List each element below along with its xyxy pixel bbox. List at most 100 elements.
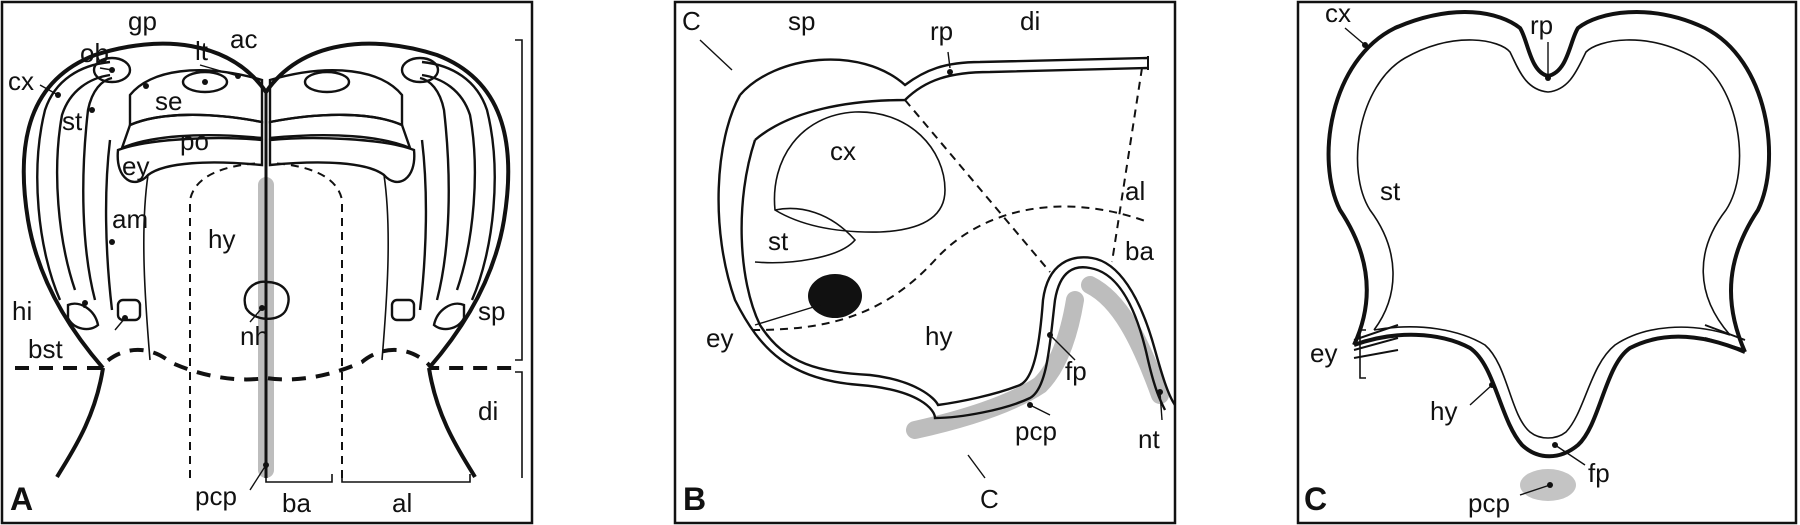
label-pcp: pcp xyxy=(195,481,237,511)
hippocampus-left xyxy=(66,302,100,331)
lamina-terminalis-left xyxy=(181,70,229,94)
bracket-ey xyxy=(1359,329,1366,379)
striatum-left xyxy=(82,76,113,301)
preoptic-left xyxy=(119,113,264,151)
panel-a-pointers xyxy=(39,64,269,491)
olfactory-bulb-right xyxy=(400,56,440,84)
label-se: se xyxy=(155,86,182,116)
outer-outline xyxy=(717,94,1167,420)
sp-di-boundary xyxy=(15,348,520,382)
label-nt: nt xyxy=(1138,424,1160,454)
inner-outline xyxy=(740,139,1177,407)
label-pcp: pcp xyxy=(1468,488,1510,518)
label-hi: hi xyxy=(12,296,32,326)
lamina-terminalis-right xyxy=(303,70,351,94)
eye-field-right xyxy=(268,136,416,184)
label-hy: hy xyxy=(925,321,952,351)
septum-right xyxy=(268,69,404,127)
eye-spot xyxy=(808,274,862,318)
label-fp: fp xyxy=(1065,356,1087,386)
label-cx: cx xyxy=(8,66,34,96)
hippocampus-right xyxy=(432,302,466,331)
amygdala-left xyxy=(104,139,114,311)
label-gp: gp xyxy=(128,6,157,36)
cortex-region xyxy=(773,111,946,233)
hypothalamus-edge-right xyxy=(381,174,389,361)
outer-outline-lower-left xyxy=(55,367,105,479)
label-po: po xyxy=(180,126,209,156)
panel-letter-a: A xyxy=(10,481,33,517)
label-st: st xyxy=(1380,176,1401,206)
preoptic-right xyxy=(268,113,413,151)
basal-boundary-right xyxy=(269,162,343,478)
bst-right xyxy=(390,298,416,322)
panel-b: C sp rp di cx al ba st ey hy fp pcp nt C… xyxy=(673,0,1177,525)
inner-wall xyxy=(1356,39,1741,439)
septum-left xyxy=(128,69,264,127)
label-fp: fp xyxy=(1588,458,1610,488)
label-rp: rp xyxy=(930,16,953,46)
label-ey: ey xyxy=(122,151,149,181)
cortex-shell-left-outer xyxy=(36,60,111,301)
panel-letter-b: B xyxy=(683,481,706,517)
label-cx: cx xyxy=(830,136,856,166)
nt-strip xyxy=(1081,276,1169,404)
label-sp: sp xyxy=(478,296,505,326)
cortex-shell-right-inner xyxy=(421,73,477,291)
panel-b-pointers xyxy=(699,39,1163,479)
panel-c-frame xyxy=(1296,0,1798,525)
roof-inner xyxy=(754,66,1149,141)
label-pcp: pcp xyxy=(1015,416,1057,446)
di-boundary xyxy=(1111,67,1143,263)
bracket-ba xyxy=(265,474,333,483)
panel-c: cx rp st ey hy fp pcp C xyxy=(1296,0,1798,525)
label-hy: hy xyxy=(208,224,235,254)
panel-a: ob gp lt ac se cx st po ey am hy hi nh b… xyxy=(0,0,534,525)
label-st: st xyxy=(62,106,83,136)
label-al: al xyxy=(392,488,412,518)
label-di: di xyxy=(478,396,498,426)
label-ey: ey xyxy=(706,323,733,353)
label-di: di xyxy=(1020,6,1040,36)
striatum-right xyxy=(419,76,450,301)
label-ba: ba xyxy=(282,488,311,518)
cortex-shell-right-outer xyxy=(421,60,496,301)
label-bst: bst xyxy=(28,334,63,364)
panel-letter-c: C xyxy=(1304,481,1327,517)
panel-b-frame xyxy=(673,0,1177,525)
label-hy: hy xyxy=(1430,396,1457,426)
amygdala-right xyxy=(418,139,428,311)
outer-outline-lower-right xyxy=(427,367,477,479)
bst-left xyxy=(116,298,142,322)
bracket-sp xyxy=(515,39,523,361)
label-st: st xyxy=(768,226,789,256)
label-rp: rp xyxy=(1530,10,1553,40)
cortex-shell-left-inner xyxy=(55,73,111,291)
panel-c-pointers xyxy=(1344,27,1586,496)
label-ey: ey xyxy=(1310,338,1337,368)
label-ob: ob xyxy=(80,38,109,68)
label-sp: sp xyxy=(788,6,815,36)
hypothalamus-edge-left xyxy=(143,174,151,361)
panel-a-frame xyxy=(0,0,534,525)
bracket-al xyxy=(341,474,471,483)
bracket-di xyxy=(515,371,523,478)
basal-boundary-left xyxy=(189,162,263,478)
label-cx: cx xyxy=(1325,0,1351,28)
label-al: al xyxy=(1125,176,1145,206)
label-ac: ac xyxy=(230,24,257,54)
label-nh: nh xyxy=(240,321,269,351)
label-c-top: C xyxy=(682,6,701,36)
roof-outer xyxy=(739,56,1149,96)
alar-basal-boundary xyxy=(751,205,1149,331)
sp-di-boundary xyxy=(904,99,1051,273)
label-lt: lt xyxy=(195,36,209,66)
label-ba: ba xyxy=(1125,236,1154,266)
olfactory-bulb-left xyxy=(92,56,132,84)
neurohypophysis xyxy=(243,280,290,320)
striatum-region xyxy=(754,207,857,264)
eye-field-left xyxy=(116,136,264,184)
label-am: am xyxy=(112,204,148,234)
label-c-bottom: C xyxy=(980,484,999,514)
